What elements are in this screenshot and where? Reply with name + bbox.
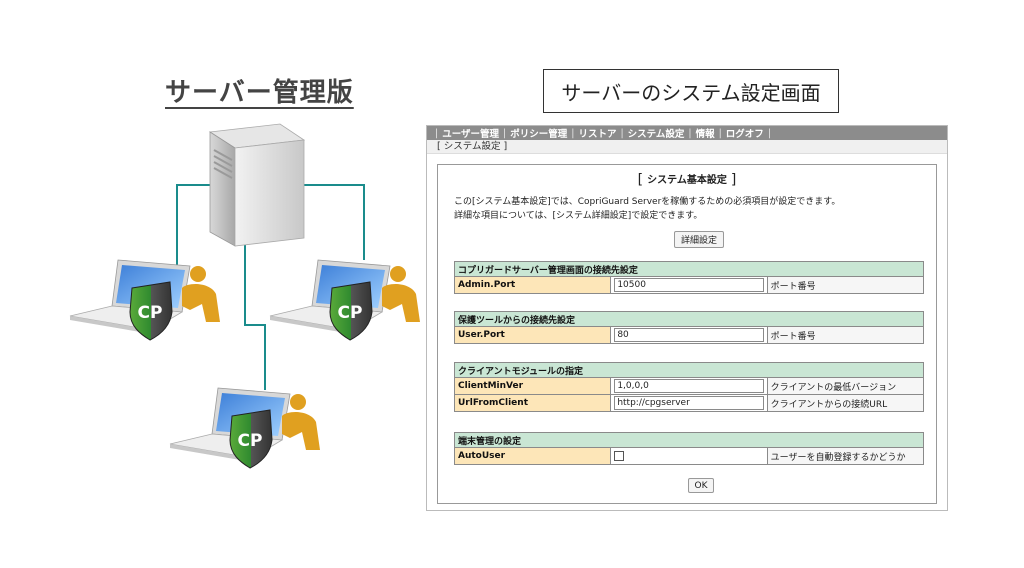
client-min-ver-input[interactable]: 1,0,0,0 [614,379,764,393]
client-laptop-left-icon: CP [69,259,220,341]
field-key: User.Port [453,326,612,344]
ok-button[interactable]: OK [688,478,714,493]
cp-shield-icon: CP [329,281,373,341]
cp-shield-icon: CP [229,409,273,469]
auto-user-checkbox[interactable] [614,450,625,461]
table-row: User.Port 80 ポート番号 [453,326,925,344]
breadcrumb: [ システム設定 ] [427,140,947,154]
cp-badge-text: CP [338,303,363,323]
group-terminal-management: 端末管理の設定 AutoUser ユーザーを自動登録するかどうか [453,432,925,465]
field-note: ポート番号 [766,276,925,294]
group-header: 端末管理の設定 [454,432,924,448]
group-client-module: クライアントモジュールの指定 ClientMinVer 1,0,0,0 クライア… [453,362,925,412]
field-key: ClientMinVer [453,377,612,395]
admin-port-input[interactable]: 10500 [614,278,764,292]
settings-form: [システム基本設定] この[システム基本設定]では、CopriGuard Ser… [437,164,937,504]
group-protection-tool-connection: 保護ツールからの接続先設定 User.Port 80 ポート番号 [453,311,925,344]
person-icon [282,394,320,450]
server-icon [208,123,306,247]
section-title: [システム基本設定] [637,172,737,188]
menu-item-user-management[interactable]: ユーザー管理 [442,129,500,140]
table-row: Admin.Port 10500 ポート番号 [453,276,925,294]
cp-badge-text: CP [138,303,163,323]
url-from-client-input[interactable]: http://cpgserver [614,396,764,410]
field-key: AutoUser [453,447,612,465]
menu-item-policy-management[interactable]: ポリシー管理 [510,129,568,140]
group-admin-connection: コプリガードサーバー管理画面の接続先設定 Admin.Port 10500 ポー… [453,261,925,294]
top-menu-bar: | ユーザー管理 | ポリシー管理 | リストア | システム設定 | 情報 |… [427,126,947,140]
menu-item-system-settings[interactable]: システム設定 [627,129,685,140]
client-laptop-right-icon: CP [269,259,420,341]
field-note: ユーザーを自動登録するかどうか [766,447,925,465]
menu-item-logoff[interactable]: ログオフ [725,129,764,140]
group-header: 保護ツールからの接続先設定 [454,311,924,327]
group-header: コプリガードサーバー管理画面の接続先設定 [454,261,924,277]
group-header: クライアントモジュールの指定 [454,362,924,378]
field-key: UrlFromClient [453,394,612,412]
client-laptop-bottom-icon: CP [169,387,320,469]
settings-screen-caption: サーバーのシステム設定画面 [543,69,839,113]
menu-item-restore[interactable]: リストア [578,129,617,140]
user-port-input[interactable]: 80 [614,328,764,342]
field-key: Admin.Port [453,276,612,294]
field-note: ポート番号 [766,326,925,344]
server-edition-title: サーバー管理版 [165,78,354,108]
connector-lines [176,184,365,390]
table-row: AutoUser ユーザーを自動登録するかどうか [453,447,925,465]
table-row: ClientMinVer 1,0,0,0 クライアントの最低バージョン [453,377,925,395]
field-note: クライアントの最低バージョン [766,377,925,395]
person-icon [382,266,420,322]
cp-badge-text: CP [238,431,263,451]
person-icon [182,266,220,322]
system-settings-screen: | ユーザー管理 | ポリシー管理 | リストア | システム設定 | 情報 |… [426,125,948,511]
cp-shield-icon: CP [129,281,173,341]
menu-item-info[interactable]: 情報 [695,129,715,140]
network-diagram: CP CP CP [69,123,420,469]
detail-settings-button[interactable]: 詳細設定 [674,231,724,248]
section-description: この[システム基本設定]では、CopriGuard Serverを稼働するための… [454,197,841,221]
field-note: クライアントからの接続URL [766,394,925,412]
table-row: UrlFromClient http://cpgserver クライアントからの… [453,394,925,412]
